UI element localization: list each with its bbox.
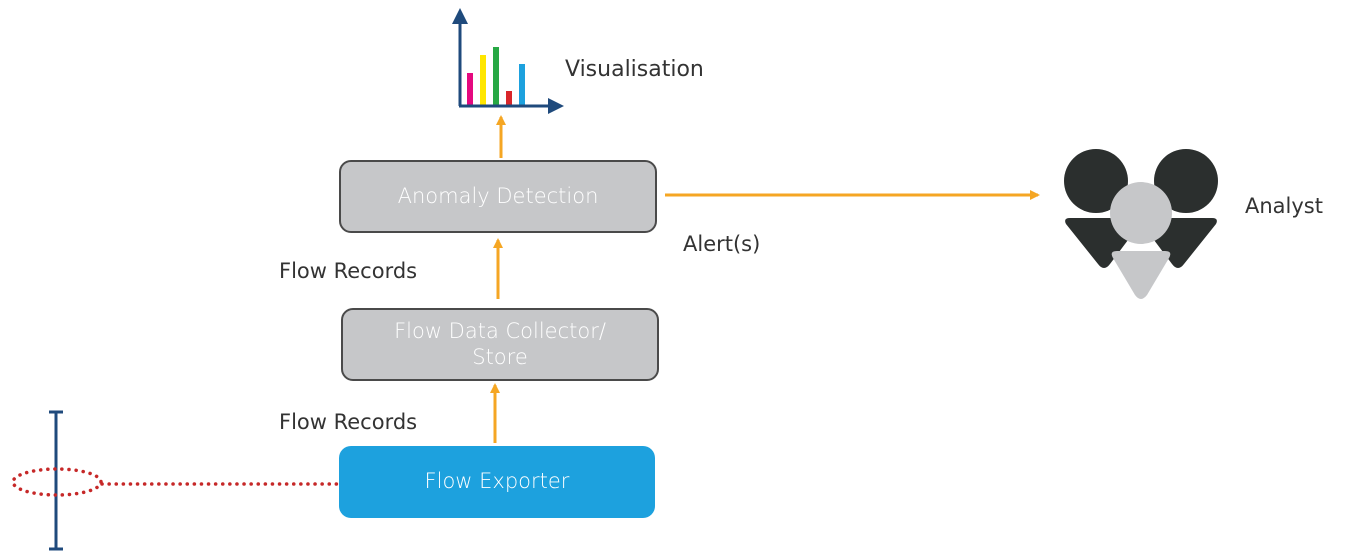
collector-label-line1: Flow Data Collector/	[394, 319, 606, 344]
anomaly-detection-node: Anomaly Detection	[339, 160, 657, 233]
analyst-label: Analyst	[1245, 194, 1323, 218]
flow-records-label-upper: Flow Records	[279, 259, 418, 283]
collector-label-line2: Store	[472, 344, 528, 369]
network-tap-icon	[11, 410, 340, 551]
flow-exporter-label: Flow Exporter	[424, 469, 570, 494]
alerts-label: Alert(s)	[683, 232, 761, 256]
visualisation-label: Visualisation	[565, 57, 704, 82]
bar-chart-icon	[452, 8, 564, 114]
people-group-icon	[1064, 149, 1218, 299]
flow-records-label-lower: Flow Records	[279, 410, 418, 434]
flow-exporter-node: Flow Exporter	[339, 446, 655, 518]
anomaly-detection-label: Anomaly Detection	[397, 183, 599, 208]
flow-data-collector-node: Flow Data Collector/ Store	[341, 308, 659, 381]
